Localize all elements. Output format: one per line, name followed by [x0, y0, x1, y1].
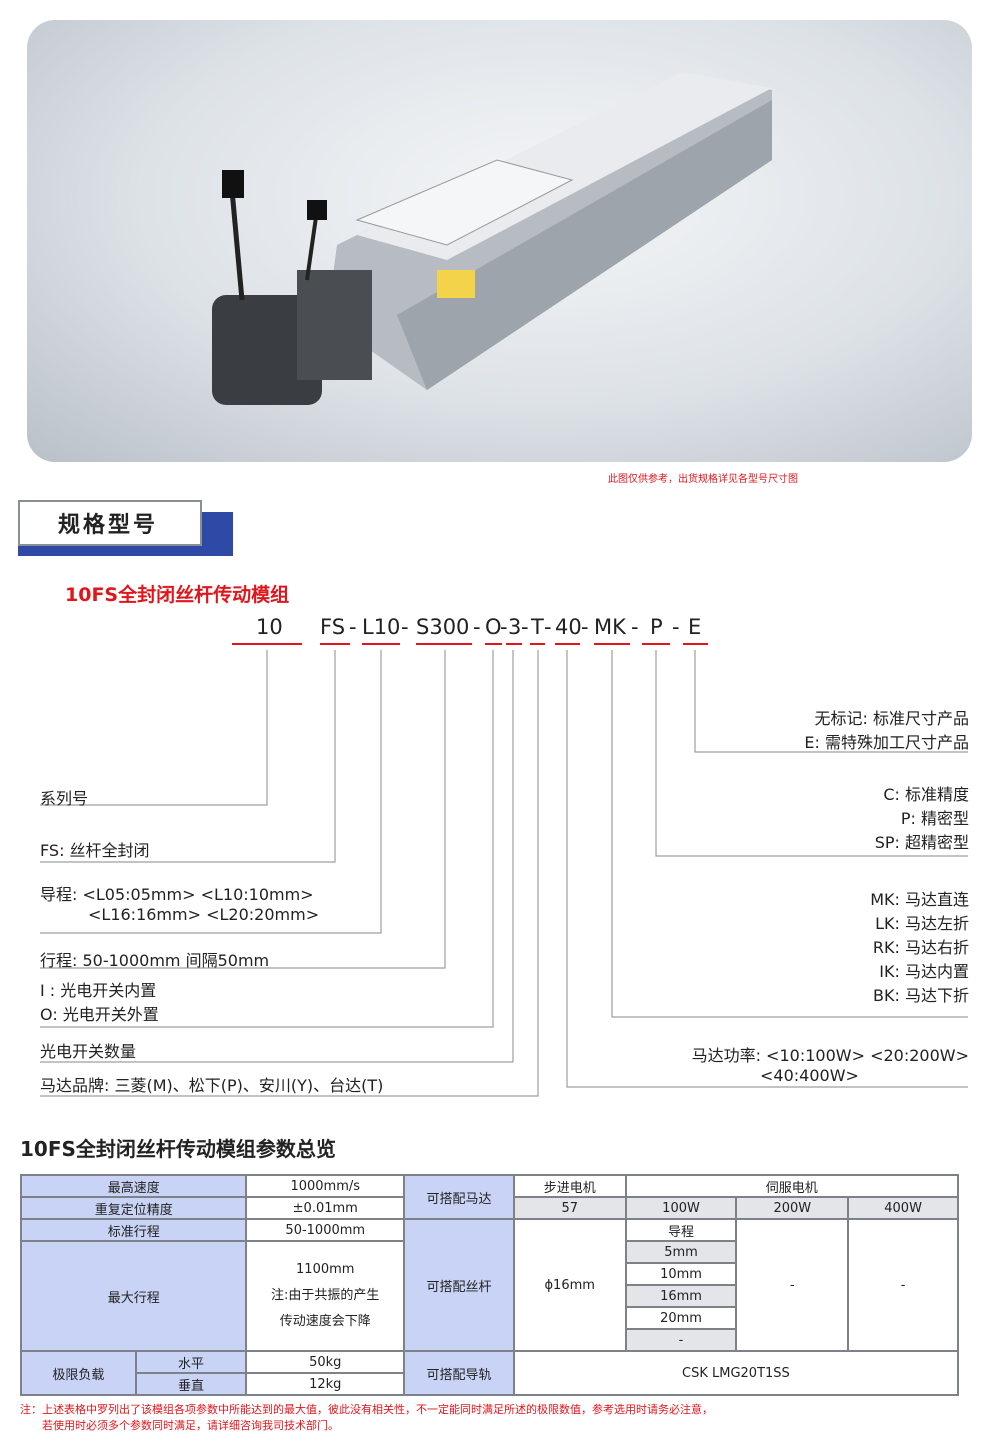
code-power: 40 — [555, 615, 582, 639]
code-sep: - — [401, 615, 409, 639]
code-sep: - — [631, 615, 639, 639]
label-power-2: <40:400W> — [760, 1066, 859, 1085]
cell: 50-1000mm — [245, 1218, 406, 1242]
section-title: 规格型号 — [18, 500, 202, 546]
label-lead-2: <L16:16mm> <L20:20mm> — [88, 905, 320, 924]
code-fs: FS — [320, 615, 346, 639]
cell: - — [735, 1218, 850, 1352]
cell: 可搭配马达 — [403, 1174, 515, 1220]
code-brand: T — [531, 615, 544, 639]
cell: 100W — [624, 1196, 738, 1220]
label-precision-c: C: 标准精度 — [883, 785, 969, 804]
note-line: 注：上述表格中罗列出了该模组各项参数中所能达到的最大值，彼此没有相关性，不一定能… — [20, 1403, 713, 1416]
code-precision: P — [650, 615, 663, 639]
label-mount-bk: BK: 马达下折 — [873, 986, 969, 1005]
linear-module-illustration — [212, 72, 772, 405]
code-sep: - — [544, 615, 552, 639]
code-sep: - — [473, 615, 481, 639]
label-precision-p: P: 精密型 — [900, 809, 969, 828]
label-sensor-count: 光电开关数量 — [40, 1042, 137, 1061]
cell: 标准行程 — [19, 1218, 248, 1242]
code-sep: - — [672, 615, 680, 639]
product-photo — [27, 20, 972, 462]
cell: 水平 — [134, 1350, 248, 1374]
text: 传动速度会下降 — [279, 1314, 371, 1329]
label-mount-lk: LK: 马达左折 — [875, 914, 969, 933]
cell: 50kg — [245, 1350, 406, 1374]
code-sep: - — [500, 615, 508, 639]
cell: - — [624, 1328, 738, 1352]
cell: 16mm — [624, 1284, 738, 1308]
text: 1100mm — [296, 1262, 355, 1277]
section-accent — [18, 546, 233, 556]
note-line: 若使用时必须多个参数同时满足，请详细咨询我司技术部门。 — [42, 1419, 339, 1432]
text: 注:由于共振的产生 — [271, 1288, 380, 1303]
label-brand: 马达品牌: 三菱(M)、松下(P)、安川(Y)、台达(T) — [40, 1076, 384, 1095]
code-sep: - — [521, 615, 529, 639]
label-series: 系列号 — [40, 789, 89, 808]
cell: 可搭配丝杆 — [403, 1218, 515, 1352]
label-size-custom: E: 需特殊加工尺寸产品 — [804, 733, 969, 752]
label-power: 马达功率: <10:100W> <20:200W> — [691, 1046, 969, 1065]
cell: ±0.01mm — [245, 1196, 406, 1220]
cell: 12kg — [245, 1372, 406, 1396]
cell: 400W — [847, 1196, 959, 1220]
cell: 200W — [735, 1196, 850, 1220]
model-code-leader-lines — [40, 643, 968, 1097]
label-mount-mk: MK: 马达直连 — [870, 890, 969, 909]
cell: 10mm — [624, 1262, 738, 1286]
cell: 5mm — [624, 1240, 738, 1264]
cell: 重复定位精度 — [19, 1196, 248, 1220]
code-sep: - — [349, 615, 357, 639]
label-stroke: 行程: 50-1000mm 间隔50mm — [40, 951, 270, 970]
cell: 1000mm/s — [245, 1174, 406, 1198]
table-note: 注：上述表格中罗列出了该模组各项参数中所能达到的最大值，彼此没有相关性，不一定能… — [20, 1402, 713, 1434]
cell: ϕ16mm — [512, 1218, 627, 1352]
code-size: E — [688, 615, 702, 639]
label-mount-rk: RK: 马达右折 — [872, 938, 969, 957]
cell: 导程 — [624, 1218, 738, 1242]
code-sep: - — [581, 615, 589, 639]
cell: CSK LMG20T1SS — [512, 1350, 960, 1396]
label-lead: 导程: <L05:05mm> <L10:10mm> — [40, 885, 314, 904]
cell: 20mm — [624, 1306, 738, 1330]
label-mount-ik: IK: 马达内置 — [879, 962, 969, 981]
label-precision-sp: SP: 超精密型 — [874, 833, 969, 852]
label-fs: FS: 丝杆全封闭 — [40, 841, 150, 860]
label-size-std: 无标记: 标准尺寸产品 — [814, 709, 969, 728]
cell: 57 — [512, 1196, 627, 1220]
code-mount: MK — [594, 615, 626, 639]
model-title: 10FS全封闭丝杆传动模组 — [65, 584, 290, 606]
table-title: 10FS全封闭丝杆传动模组参数总览 — [20, 1137, 336, 1161]
cell: 极限负载 — [20, 1350, 137, 1396]
code-sensor-count: 3 — [508, 615, 522, 639]
cell: 最大行程 — [19, 1240, 248, 1352]
cell: 可搭配导轨 — [403, 1350, 515, 1396]
label-sensor-in: I : 光电开关内置 — [40, 981, 157, 1000]
code-stroke: S300 — [416, 615, 470, 639]
cell: 步进电机 — [512, 1174, 627, 1198]
cell: - — [847, 1218, 959, 1352]
cell: 最高速度 — [19, 1174, 248, 1198]
code-series: 10 — [256, 615, 283, 639]
cell: 垂直 — [134, 1372, 248, 1396]
code-lead: L10 — [362, 615, 401, 639]
cell: 1100mm 注:由于共振的产生传动速度会下降 — [245, 1240, 406, 1352]
label-sensor-out: O: 光电开关外置 — [40, 1005, 159, 1024]
cell: 伺服电机 — [624, 1174, 960, 1198]
photo-caption: 此图仅供参考，出货规格详见各型号尺寸图 — [608, 474, 798, 485]
code-sensor: O — [485, 615, 502, 639]
